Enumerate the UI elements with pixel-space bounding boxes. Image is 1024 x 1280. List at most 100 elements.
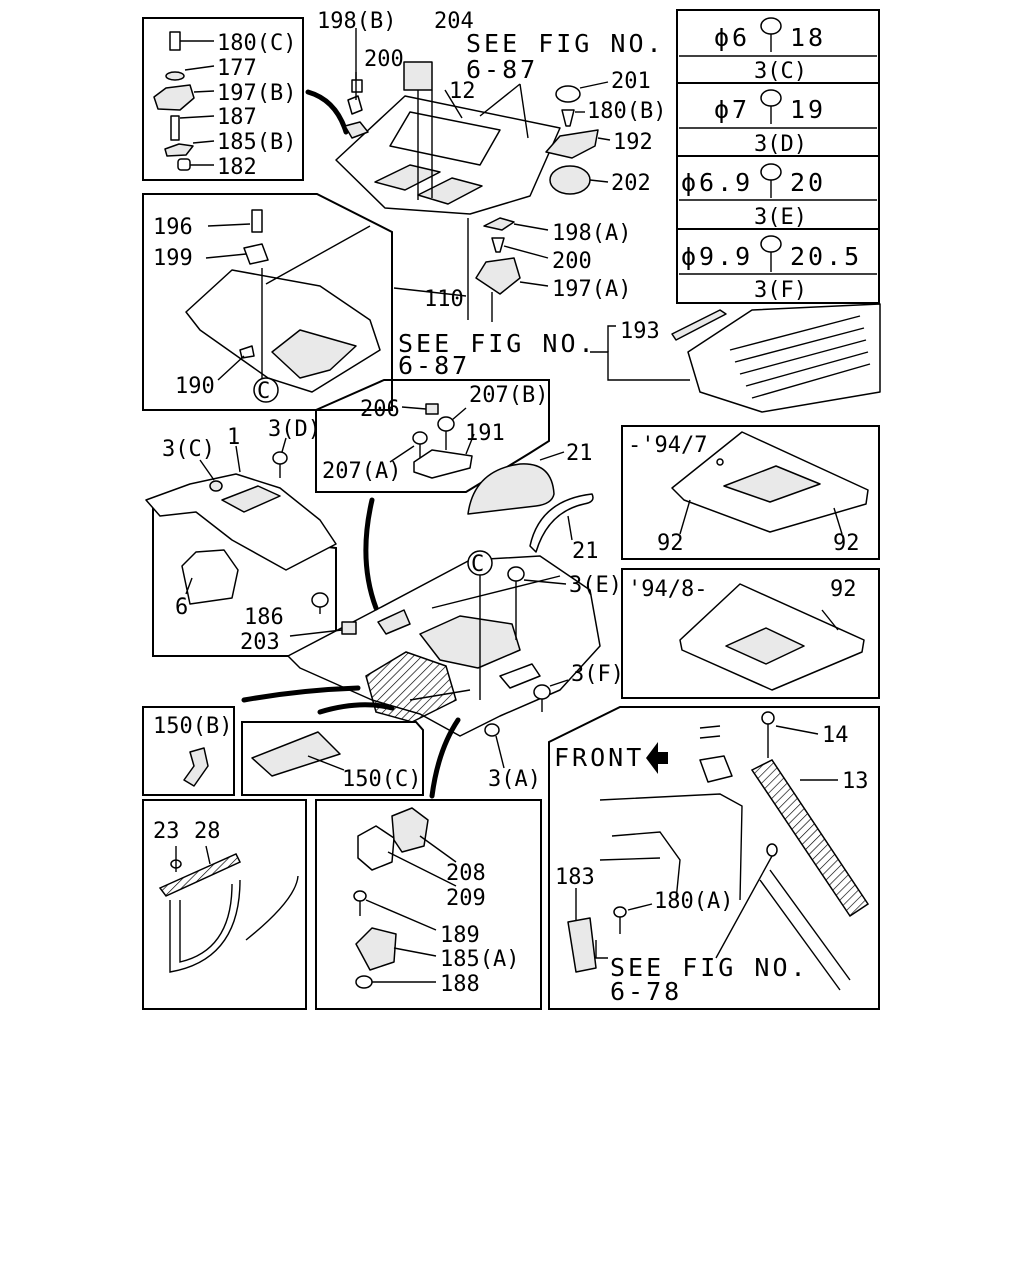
see-fig-ref-3-line1: SEE FIG NO. xyxy=(610,953,809,982)
part-150B xyxy=(183,747,209,787)
clip-3-length: 20 xyxy=(790,168,826,197)
see-fig-ref-3-line2: 6-78 xyxy=(610,977,682,1006)
callout-206: 206 xyxy=(360,397,400,422)
clip-1-diameter: ϕ6 xyxy=(714,23,750,52)
callout-23: 23 xyxy=(153,819,180,844)
clip-3-code: 3(E) xyxy=(754,205,807,230)
clip-2-code: 3(D) xyxy=(754,132,807,157)
callout-177: 177 xyxy=(217,56,257,81)
front-direction-label: FRONT xyxy=(554,743,644,772)
part-150C xyxy=(251,731,341,777)
frame-bracket-detail xyxy=(315,379,550,493)
frame-floor-sub-assembly xyxy=(142,193,393,411)
frame-mount-brackets xyxy=(315,799,542,1010)
frame-sill-plate xyxy=(142,799,307,1010)
callout-197B: 197(B) xyxy=(217,81,296,106)
mount-brackets xyxy=(353,807,457,989)
floor-clips xyxy=(289,566,569,769)
main-floor-body xyxy=(287,555,601,737)
callout-207A: 207(A) xyxy=(322,459,401,484)
bracket-detail xyxy=(389,403,475,479)
see-fig-ref-2-line2: 6-87 xyxy=(398,351,470,380)
callout-192: 192 xyxy=(613,130,653,155)
floor-panel-from-94-8 xyxy=(679,583,865,691)
callout-196: 196 xyxy=(153,215,193,240)
callout-209: 209 xyxy=(446,886,486,911)
callout-191: 191 xyxy=(465,421,505,446)
callout-3F: 3(F) xyxy=(571,662,624,687)
callout-199: 199 xyxy=(153,246,193,271)
callout-182: 182 xyxy=(217,155,257,180)
callout-14: 14 xyxy=(822,723,849,748)
clip-4-diameter: ϕ9.9 xyxy=(681,242,753,271)
period-from-94-8: '94/8- xyxy=(628,577,707,602)
callout-3D: 3(D) xyxy=(268,417,321,442)
clip-3-diameter: ϕ6.9 xyxy=(681,168,753,197)
callout-C-upper: C xyxy=(257,379,270,404)
right-fastener-cluster xyxy=(545,81,611,195)
callout-21-upper: 21 xyxy=(566,441,593,466)
clip-4-length: 20.5 xyxy=(790,242,862,271)
see-fig-ref-1-line1: SEE FIG NO. xyxy=(466,29,665,58)
frame-front-side-trim xyxy=(548,706,880,1010)
callout-207B: 207(B) xyxy=(469,383,548,408)
mid-fastener-cluster xyxy=(475,217,549,295)
callout-187: 187 xyxy=(217,105,257,130)
callout-186: 186 xyxy=(244,605,284,630)
callout-202: 202 xyxy=(611,171,651,196)
clip-spec-row-2: ϕ7 19 3(D) xyxy=(679,89,877,157)
callout-190: 190 xyxy=(175,374,215,399)
callout-188: 188 xyxy=(440,972,480,997)
floor-panel-upto-94-7 xyxy=(671,431,869,533)
callout-21-lower: 21 xyxy=(572,539,599,564)
see-fig-ref-1-line2: 6-87 xyxy=(466,55,538,84)
callout-193: 193 xyxy=(620,319,660,344)
upper-floor-panel xyxy=(335,61,561,215)
floor-mat-1 xyxy=(145,451,337,605)
callout-197A: 197(A) xyxy=(552,277,631,302)
callout-198A: 198(A) xyxy=(552,221,631,246)
callout-183: 183 xyxy=(555,865,595,890)
callout-185A: 185(A) xyxy=(440,947,519,972)
leader-arc-bottom-a xyxy=(241,685,361,703)
callout-150B: 150(B) xyxy=(153,714,232,739)
wheel-house-covers xyxy=(467,463,594,553)
side-trim-assembly xyxy=(567,711,870,991)
callout-180A: 180(A) xyxy=(654,889,733,914)
callout-92-b: 92 xyxy=(833,531,860,556)
callout-180B: 180(B) xyxy=(587,99,666,124)
clip-2-diameter: ϕ7 xyxy=(714,95,750,124)
callout-1: 1 xyxy=(227,425,240,450)
frame-150C xyxy=(241,721,424,796)
callout-13: 13 xyxy=(842,769,869,794)
clip-spec-row-3: ϕ6.9 20 3(E) xyxy=(679,163,877,230)
leader-arc-bottom-b xyxy=(317,702,395,715)
callout-180C: 180(C) xyxy=(217,31,296,56)
callout-3E: 3(E) xyxy=(569,573,622,598)
callout-110: 110 xyxy=(424,287,464,312)
callout-189: 189 xyxy=(440,923,480,948)
frame-period-from-94-8 xyxy=(621,568,880,699)
callout-C-lower: C xyxy=(471,552,484,577)
callout-208: 208 xyxy=(446,861,486,886)
leader-arc-down xyxy=(429,717,461,799)
leader-arc-top xyxy=(305,89,349,135)
floor-plate-193 xyxy=(671,303,881,413)
callout-198B: 198(B) xyxy=(317,9,396,34)
callout-28: 28 xyxy=(194,819,221,844)
callout-92-c: 92 xyxy=(830,577,857,602)
callout-92-a: 92 xyxy=(657,531,684,556)
callout-150C: 150(C) xyxy=(342,767,421,792)
callout-203: 203 xyxy=(240,630,280,655)
callout-204: 204 xyxy=(434,9,474,34)
clip-spec-row-1: ϕ6 18 3(C) xyxy=(679,17,877,84)
leader-arc-main-left xyxy=(363,497,379,611)
callout-200-upper: 200 xyxy=(364,47,404,72)
clip-1-length: 18 xyxy=(790,23,826,52)
callout-185B: 185(B) xyxy=(217,130,296,155)
callout-12: 12 xyxy=(449,79,476,104)
callout-3A: 3(A) xyxy=(488,767,541,792)
callout-3C: 3(C) xyxy=(162,437,215,462)
clip-1-code: 3(C) xyxy=(754,59,807,84)
